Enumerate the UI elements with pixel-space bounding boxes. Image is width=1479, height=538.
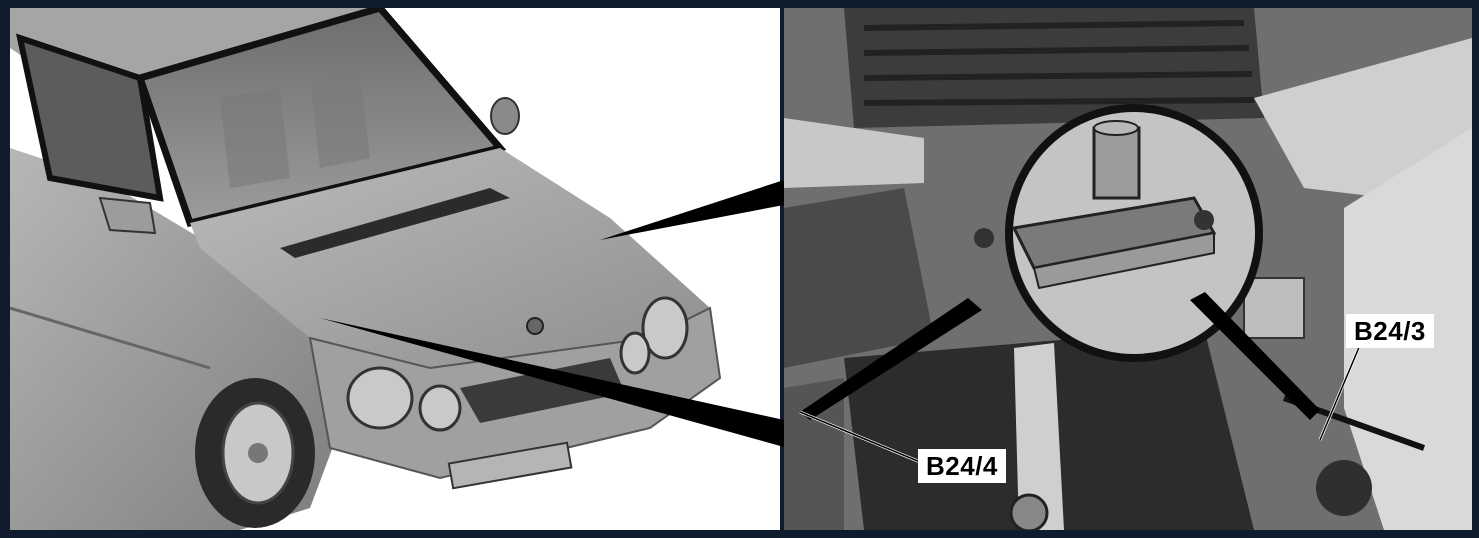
engine-bay-photo — [784, 8, 1472, 530]
engine-bay-panel — [784, 8, 1472, 530]
label-b24-3: B24/3 — [1346, 314, 1434, 348]
car-headlight-left — [348, 368, 412, 428]
label-b24-4: B24/4 — [918, 449, 1006, 483]
car-illustration — [10, 8, 780, 530]
car-illustration-panel — [10, 8, 780, 530]
